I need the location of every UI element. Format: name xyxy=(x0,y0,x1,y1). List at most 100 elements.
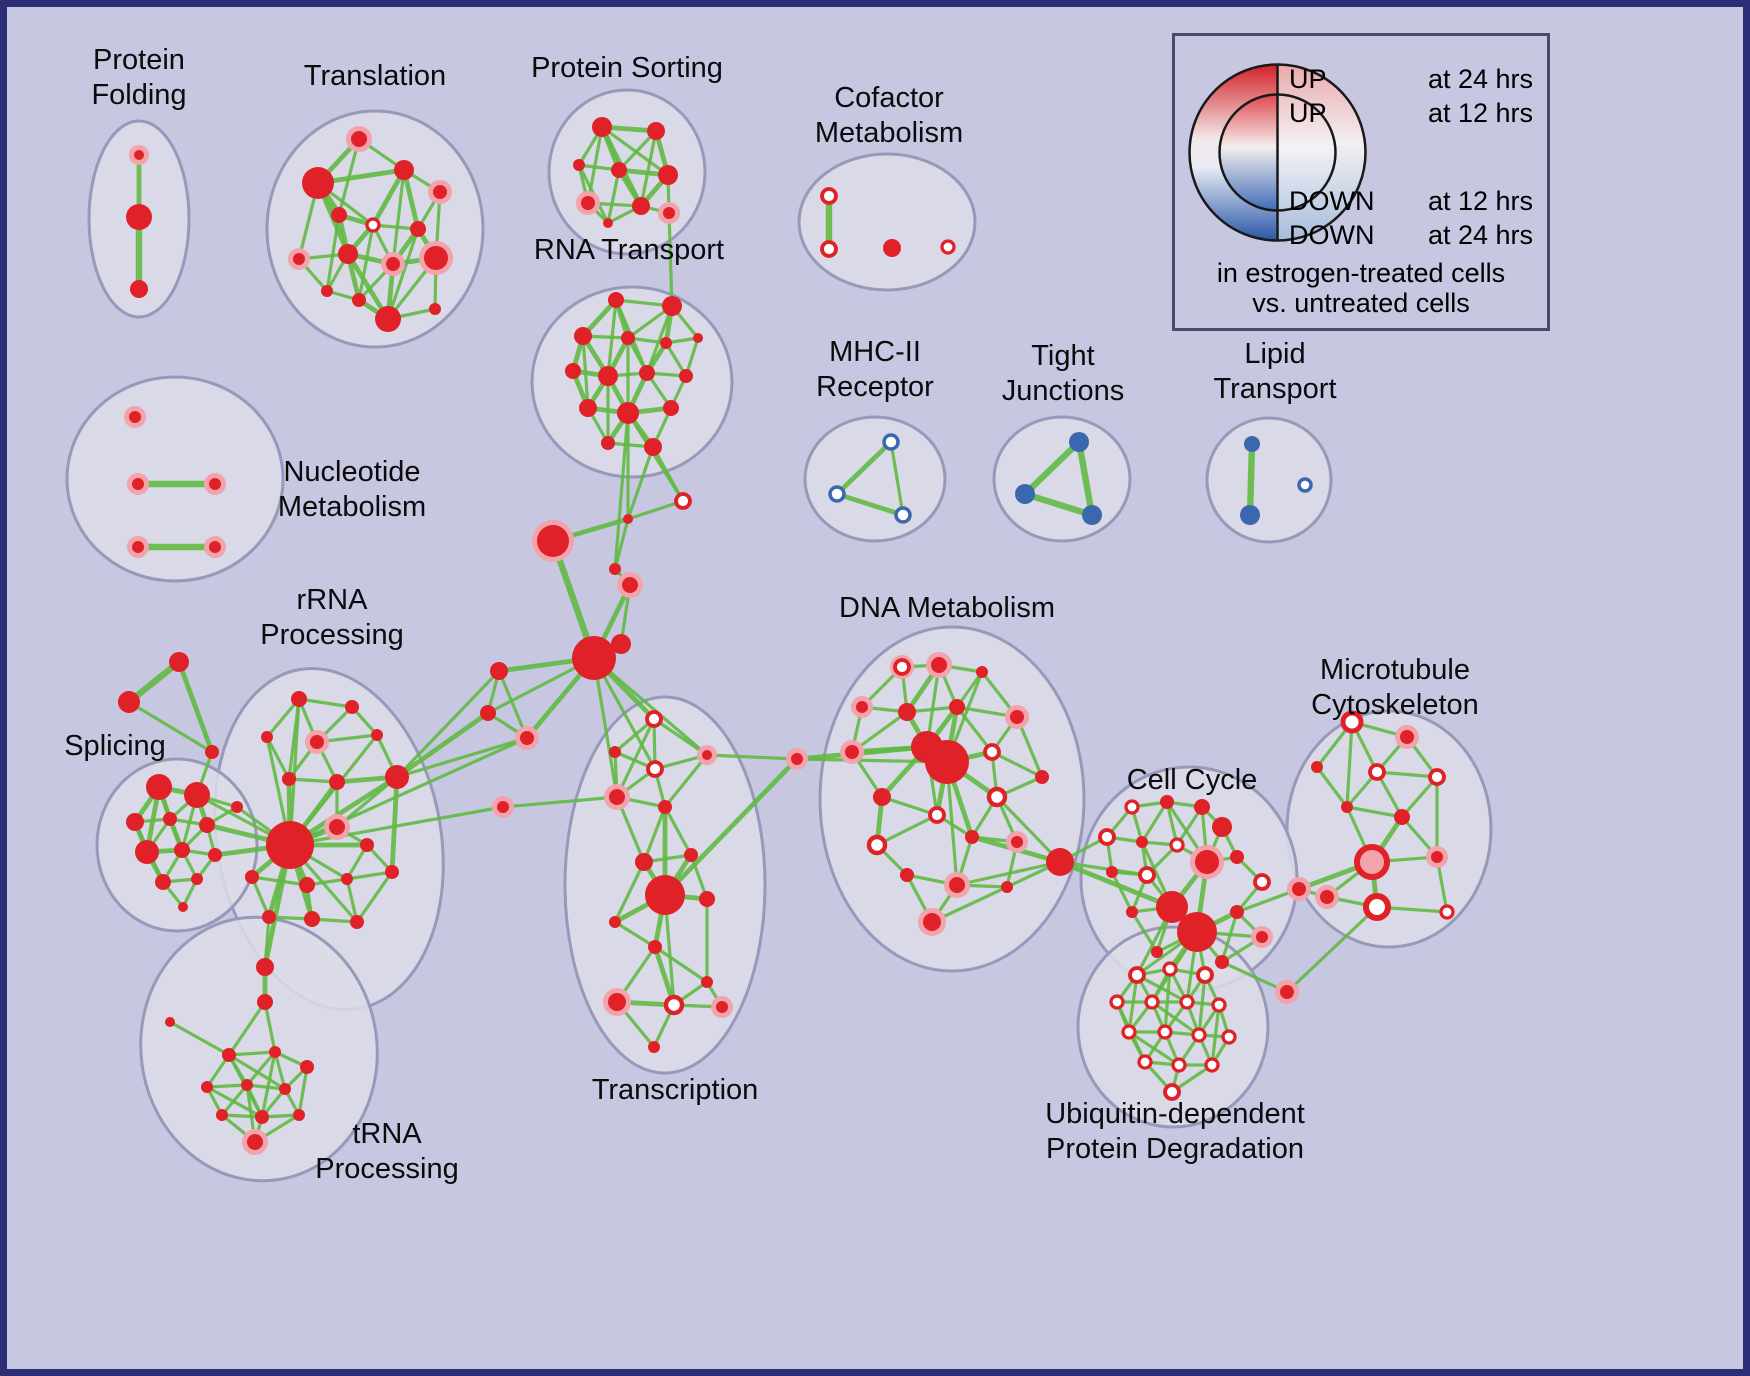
network-edge xyxy=(1315,765,1349,809)
network-node-h xyxy=(497,801,509,813)
network-node-h xyxy=(351,131,367,147)
network-edge xyxy=(250,875,309,887)
network-edge xyxy=(287,777,339,784)
cluster-label-protein-sorting: Protein Sorting xyxy=(531,52,723,84)
network-edge xyxy=(990,750,1044,779)
network-node-w xyxy=(983,743,1001,761)
network-node-w xyxy=(1439,904,1455,920)
network-edge xyxy=(389,774,400,875)
legend-up-24-label: UP xyxy=(1289,64,1327,94)
network-node-w xyxy=(1428,768,1446,786)
network-node-r xyxy=(1160,795,1174,809)
network-node-h xyxy=(209,478,221,490)
network-node-w xyxy=(646,760,664,778)
network-node-w xyxy=(1253,873,1271,891)
cluster-ellipse-ubiquitin-degradation xyxy=(1076,925,1270,1129)
network-node-r xyxy=(130,280,148,298)
network-node-r xyxy=(165,1017,175,1027)
legend-updown-glyph xyxy=(1188,63,1367,242)
network-edge xyxy=(606,168,621,225)
network-node-h xyxy=(247,1134,263,1150)
network-node-r xyxy=(645,875,685,915)
network-node-r xyxy=(976,666,988,678)
network-node-r xyxy=(647,122,665,140)
network-edge xyxy=(955,705,994,754)
network-node-r xyxy=(429,303,441,315)
network-node-r xyxy=(883,239,901,257)
network-node-h xyxy=(1256,931,1268,943)
network-node-r xyxy=(579,399,597,417)
network-node-h xyxy=(931,657,947,673)
network-edge xyxy=(662,756,800,898)
network-node-r xyxy=(873,788,891,806)
network-edge xyxy=(1135,973,1189,1004)
network-edge xyxy=(394,710,491,780)
network-node-r xyxy=(146,774,172,800)
network-edge xyxy=(1140,800,1169,844)
network-edge xyxy=(245,1083,287,1091)
legend-caption-line1: in estrogen-treated cells xyxy=(1216,258,1506,288)
network-node-h xyxy=(1320,890,1334,904)
network-edge xyxy=(1075,438,1096,519)
cluster-ellipse-nucleotide-metabolism xyxy=(65,375,285,583)
network-node-r xyxy=(663,400,679,416)
node-layer xyxy=(118,117,1455,1155)
network-node-r xyxy=(256,958,274,976)
network-node-r xyxy=(617,402,639,424)
network-canvas xyxy=(65,88,1493,1183)
network-node-w xyxy=(1138,866,1156,884)
network-node-r xyxy=(598,366,618,386)
network-node-w xyxy=(1163,1083,1181,1101)
network-node-r xyxy=(282,772,296,786)
cluster-label-mhc-ii-receptor: MHC-II Receptor xyxy=(816,336,934,404)
network-node-b xyxy=(1240,505,1260,525)
network-node-h xyxy=(791,753,803,765)
network-node-w xyxy=(1221,1029,1237,1045)
network-node-r xyxy=(693,333,703,343)
network-node-w xyxy=(1157,1024,1173,1040)
network-edge xyxy=(834,491,906,518)
network-node-r xyxy=(644,438,662,456)
network-edge xyxy=(265,735,291,781)
network-node-r xyxy=(261,731,273,743)
network-node-r xyxy=(900,868,914,882)
network-node-w xyxy=(1169,837,1185,853)
network-node-r xyxy=(1136,836,1148,848)
network-edge xyxy=(395,736,529,779)
network-edge xyxy=(335,775,399,829)
network-edge xyxy=(1021,490,1096,519)
network-node-w xyxy=(1144,994,1160,1010)
network-node-r xyxy=(1394,809,1410,825)
network-node-r xyxy=(266,821,314,869)
network-node-r xyxy=(632,197,650,215)
legend-caption-line2: vs. untreated cells xyxy=(1252,288,1470,318)
network-node-h xyxy=(132,478,144,490)
network-node-r xyxy=(608,292,624,308)
network-node-h xyxy=(132,541,144,553)
network-edge xyxy=(227,1050,277,1057)
cluster-label-splicing: Splicing xyxy=(64,730,166,762)
network-node-h xyxy=(622,577,638,593)
network-edge xyxy=(176,659,215,755)
network-node-r xyxy=(1126,906,1138,918)
network-edge xyxy=(1057,859,1175,910)
network-edge xyxy=(227,1000,267,1057)
network-node-r xyxy=(300,1060,314,1074)
network-node-r xyxy=(565,363,581,379)
network-node-r xyxy=(255,1110,269,1124)
network-node-r xyxy=(1194,799,1210,815)
network-node-r xyxy=(304,911,320,927)
network-node-r xyxy=(126,813,144,831)
network-node-w xyxy=(1211,997,1227,1013)
network-edge xyxy=(1285,905,1379,994)
network-node-h xyxy=(537,525,569,557)
network-node-h xyxy=(520,731,534,745)
network-node-r xyxy=(352,293,366,307)
legend-up-12-label: UP xyxy=(1289,98,1327,128)
network-node-r xyxy=(394,160,414,180)
network-edge xyxy=(265,697,301,739)
network-node-w xyxy=(1162,961,1178,977)
network-node-h xyxy=(949,877,965,893)
network-node-b xyxy=(1082,505,1102,525)
